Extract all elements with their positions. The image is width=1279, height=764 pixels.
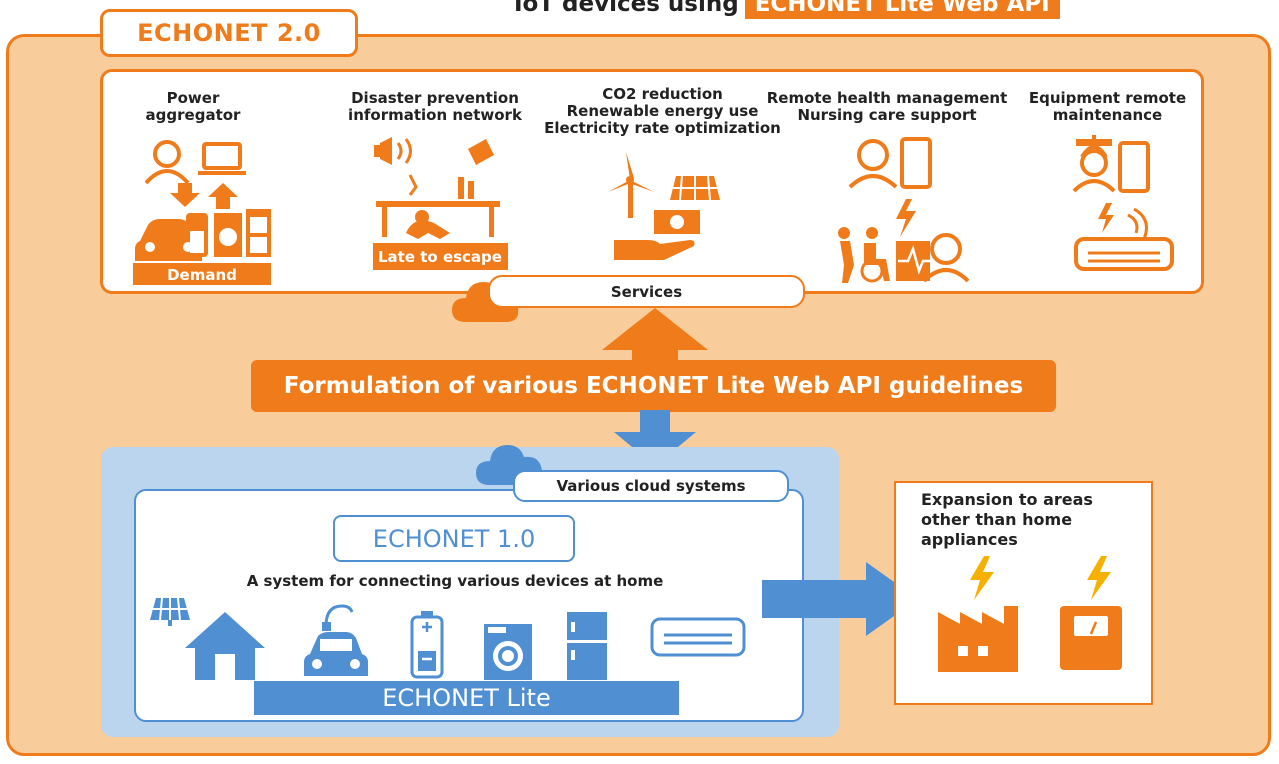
remote-maintenance-icon [1072,135,1174,271]
service-label-renewable-energy: CO2 reduction Renewable energy use Elect… [544,85,781,137]
echonet1-description: A system for connecting various devices … [246,572,664,590]
services-bar: Services [488,275,805,308]
house-icon [185,612,265,680]
expansion-label: Expansion to areas other than home appli… [921,490,1093,549]
iot-caption-highlight: ECHONET Lite Web API [744,0,1060,19]
solar-panel-icon [150,597,190,626]
lightning-icon [970,556,994,600]
cloud-systems-bar: Various cloud systems [513,470,789,502]
service-label-health-care: Remote health management Nursing care su… [766,89,1008,124]
demand-tag: Demand [167,266,237,284]
echonet-lite-bus: ECHONET Lite [254,681,679,715]
echonet1-title: ECHONET 1.0 [333,515,575,562]
arrow-up-icon [602,308,708,366]
renewable-energy-icon [608,152,720,260]
cloud-icon [452,282,519,322]
battery-icon [410,611,444,679]
service-label-remote-maintenance: Equipment remote maintenance [1028,89,1187,124]
service-label-disaster-prevention: Disaster prevention information network [348,89,522,124]
factory-icon [938,606,1018,672]
service-label-power-aggregator: Power aggregator [145,89,241,124]
late-to-escape-tag: Late to escape [378,248,502,266]
refrigerator-icon [567,612,607,680]
disaster-prevention-icon: Late to escape [373,137,508,270]
power-aggregator-icon: Demand [133,140,271,285]
washing-machine-icon [484,624,532,680]
iot-caption: IoT devices using ECHONET Lite Web API [0,0,1279,32]
air-conditioner-icon [650,617,746,657]
guidelines-banner: Formulation of various ECHONET Lite Web … [251,360,1056,412]
echonet2-title: ECHONET 2.0 [100,9,358,57]
health-care-icon [838,137,970,283]
arrow-right-icon [762,562,918,636]
electric-car-icon [304,604,368,676]
arrow-down-icon [614,410,696,466]
scale-icon [1060,606,1122,670]
lightning-icon [1087,556,1111,600]
iot-caption-prefix: IoT devices using [514,0,739,17]
